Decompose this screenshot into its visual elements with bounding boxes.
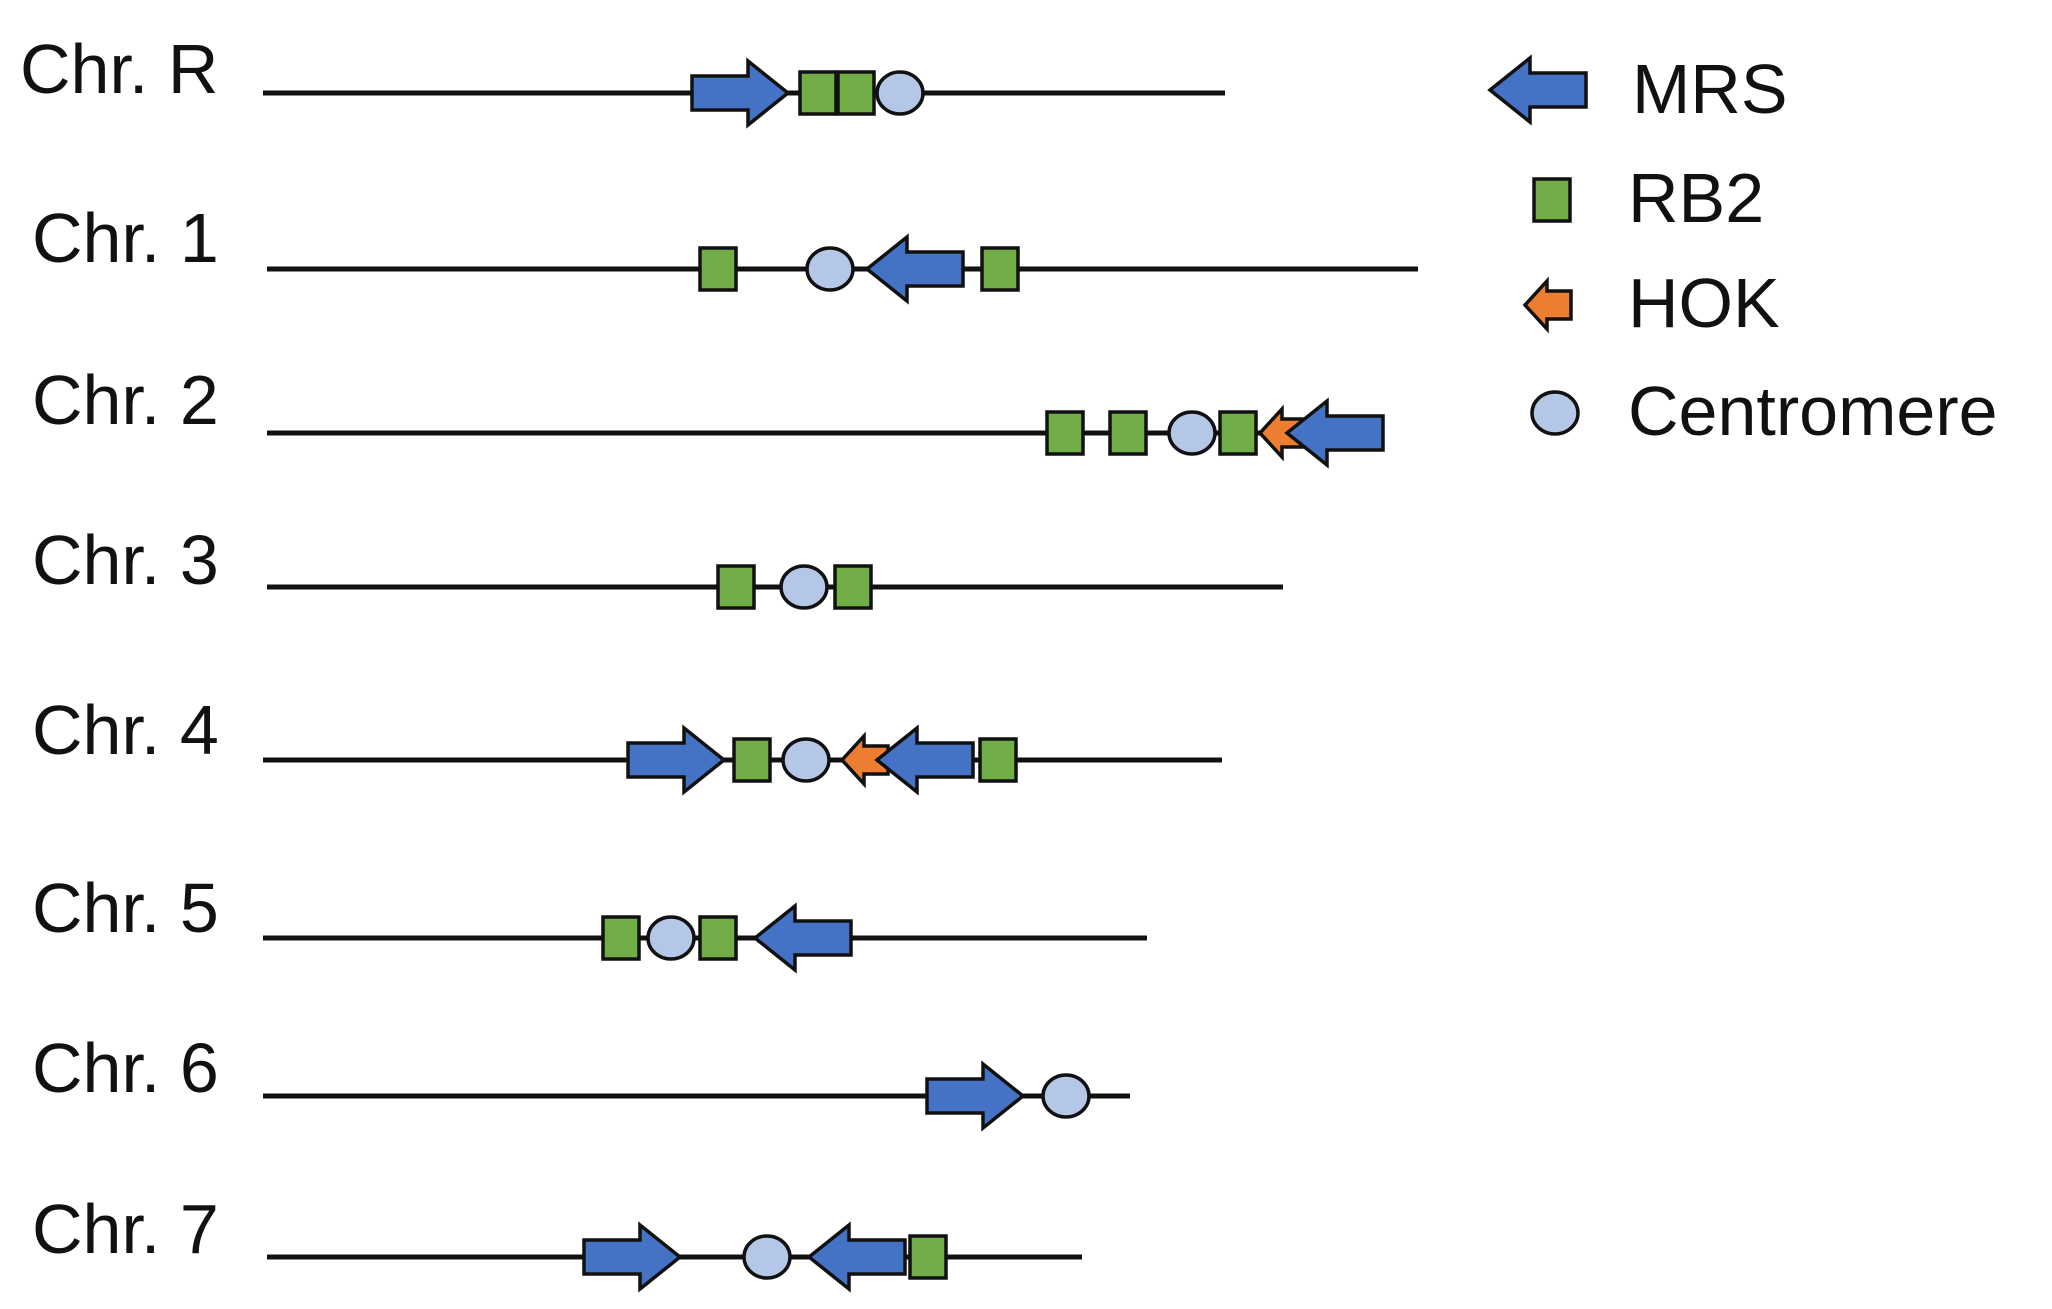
chromosome-row: Chr. 4	[32, 691, 1222, 796]
rb2-square-icon	[833, 564, 873, 610]
legend-item-rb2: RB2	[1532, 159, 1764, 237]
rb2-square-icon	[836, 70, 876, 116]
chromosome-label: Chr. R	[20, 30, 218, 108]
rb2-square-icon	[1108, 410, 1148, 456]
rb2-square-icon	[716, 564, 756, 610]
rb2-square-icon	[1045, 410, 1085, 456]
mrs-arrow-right-icon	[626, 724, 727, 796]
rb2-square-icon	[980, 246, 1020, 292]
mrs-arrow-right-icon	[582, 1221, 683, 1293]
mrs-arrow-left-icon	[864, 233, 965, 305]
hok-arrow-left-icon	[1522, 276, 1573, 334]
mrs-arrow-left-icon	[806, 1221, 907, 1293]
rb2-square-icon	[798, 70, 838, 116]
mrs-arrow-left-icon	[752, 902, 853, 974]
hok-arrow-left-icon	[839, 731, 890, 789]
legend-item-centromere: Centromere	[1530, 372, 1998, 450]
centromere-circle-icon	[779, 564, 829, 610]
centromere-circle-icon	[742, 1234, 792, 1280]
rb2-square-icon	[732, 737, 772, 783]
centromere-circle-icon	[646, 915, 696, 961]
chromosome-label: Chr. 1	[32, 199, 219, 277]
mrs-arrow-left-icon	[1487, 54, 1588, 126]
centromere-circle-icon	[875, 70, 925, 116]
centromere-circle-icon	[781, 737, 831, 783]
centromere-circle-icon	[1167, 410, 1217, 456]
chromosome-row: Chr. 6	[32, 1029, 1130, 1132]
chromosome-label: Chr. 7	[32, 1190, 219, 1268]
chromosome-row: Chr. R	[20, 30, 1225, 129]
mrs-arrow-left-icon	[1284, 397, 1385, 469]
mrs-arrow-right-icon	[690, 57, 791, 129]
legend-label: HOK	[1628, 264, 1780, 342]
legend-item-mrs: MRS	[1487, 50, 1788, 128]
rb2-square-icon	[601, 915, 641, 961]
rb2-square-icon	[698, 246, 738, 292]
chromosome-label: Chr. 2	[32, 361, 219, 439]
rb2-square-icon	[1532, 177, 1572, 223]
mrs-arrow-left-icon	[874, 724, 975, 796]
chromosome-row: Chr. 7	[32, 1190, 1082, 1293]
rb2-square-icon	[698, 915, 738, 961]
legend-label: Centromere	[1628, 372, 1998, 450]
centromere-circle-icon	[805, 246, 855, 292]
mrs-arrow-right-icon	[925, 1060, 1026, 1132]
centromere-circle-icon	[1530, 390, 1580, 436]
rb2-square-icon	[978, 737, 1018, 783]
chromosome-row: Chr. 2	[32, 361, 1385, 469]
legend-label: RB2	[1628, 159, 1764, 237]
chromosome-label: Chr. 5	[32, 869, 219, 947]
legend-item-hok: HOK	[1522, 264, 1780, 342]
centromere-circle-icon	[1041, 1073, 1091, 1119]
legend-label: MRS	[1632, 50, 1788, 128]
rb2-square-icon	[908, 1234, 948, 1280]
chromosome-label: Chr. 4	[32, 691, 219, 769]
chromosome-row: Chr. 3	[32, 521, 1283, 610]
chromosome-rows: Chr. R Chr. 1 Chr. 2 Chr. 3 Chr. 4 Chr. 5 Chr.…	[20, 30, 1418, 1293]
chromosome-label: Chr. 6	[32, 1029, 219, 1107]
rb2-square-icon	[1218, 410, 1258, 456]
chromosome-label: Chr. 3	[32, 521, 219, 599]
chromosome-row: Chr. 5	[32, 869, 1147, 974]
chromosome-row: Chr. 1	[32, 199, 1418, 305]
